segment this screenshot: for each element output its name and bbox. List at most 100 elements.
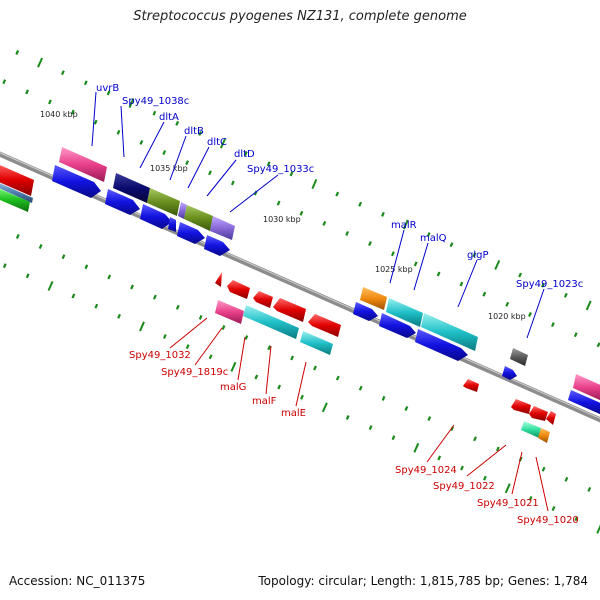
minor-tick (436, 271, 441, 277)
gene-feature[interactable] (573, 374, 600, 401)
gene-arrow[interactable] (415, 329, 468, 361)
gene-feature-malR[interactable] (360, 287, 387, 310)
minor-tick (563, 292, 568, 298)
minor-tick (106, 90, 111, 96)
gene-feature-dltC[interactable] (184, 205, 213, 231)
gene-label-Spy49_1021[interactable]: Spy49_1021 (477, 498, 539, 509)
minor-tick (83, 80, 88, 86)
gene-feature-glgP[interactable] (421, 313, 478, 351)
major-tick (230, 361, 237, 372)
gene-label-Spy49_1819c[interactable]: Spy49_1819c (161, 367, 228, 378)
tick-marks (2, 50, 600, 534)
gene-feature-Spy49_1033c[interactable] (210, 216, 235, 240)
gene-arrow[interactable] (568, 390, 600, 415)
major-tick (321, 402, 328, 413)
gene-feature-malG[interactable] (243, 305, 299, 339)
gene-feature-Spy49_1023c[interactable] (510, 348, 528, 366)
gene-arrow[interactable] (253, 291, 273, 308)
gene-arrow[interactable] (177, 222, 205, 244)
minor-tick (299, 210, 304, 216)
gene-feature[interactable] (0, 163, 34, 196)
minor-tick (404, 405, 409, 411)
gene-label-malQ[interactable]: malQ (420, 233, 447, 244)
gene-arrow[interactable] (204, 235, 230, 256)
label-leaders-reverse (169, 317, 549, 512)
gene-arrow[interactable] (529, 406, 548, 421)
accession-text: Accession: NC_011375 (9, 574, 146, 588)
gene-label-Spy49_1024[interactable]: Spy49_1024 (395, 465, 457, 476)
gene-arrow[interactable] (105, 189, 140, 215)
minor-tick (551, 506, 556, 512)
gene-feature-dltB[interactable] (178, 202, 187, 219)
minor-tick (368, 241, 372, 247)
minor-tick (175, 120, 180, 126)
gene-feature-malQ[interactable] (386, 298, 423, 327)
gene-label-Spy49_1022[interactable]: Spy49_1022 (433, 481, 495, 492)
gene-label-malR[interactable]: malR (391, 220, 417, 231)
minor-tick (116, 129, 121, 135)
minor-tick (243, 151, 248, 157)
gene-label-Spy49_1020[interactable]: Spy49_1020 (517, 515, 579, 526)
gene-label-uvrB[interactable]: uvrB (96, 83, 119, 94)
gene-label-dltC[interactable]: dltC (207, 137, 227, 148)
minor-tick (230, 180, 235, 186)
gene-feature[interactable] (0, 181, 33, 203)
gene-label-Spy49_1038c[interactable]: Spy49_1038c (122, 96, 189, 107)
ruler-label: 1020 kbp (488, 312, 526, 321)
minor-tick (38, 244, 43, 250)
minor-tick (25, 273, 30, 279)
gene-arrow[interactable] (546, 411, 556, 425)
gene-arrow[interactable] (308, 314, 341, 337)
minor-tick (528, 311, 532, 317)
minor-tick (185, 344, 190, 350)
gene-arrow[interactable] (168, 217, 176, 232)
minor-tick (60, 70, 65, 76)
gene-feature[interactable] (0, 187, 30, 212)
gene-feature-Spy49_1020[interactable] (538, 428, 550, 443)
gene-feature-uvrB[interactable] (59, 147, 107, 182)
minor-tick (198, 314, 203, 320)
minor-tick (391, 435, 396, 441)
gene-arrow[interactable] (273, 298, 306, 322)
gene-label-glgP[interactable]: glgP (467, 250, 489, 261)
gene-arrow[interactable] (379, 313, 416, 338)
minor-tick (266, 161, 271, 167)
minor-tick (267, 345, 272, 351)
minor-tick (345, 415, 350, 420)
gene-arrow[interactable] (52, 165, 101, 198)
gene-label-malE[interactable]: malE (281, 408, 306, 419)
gene-label-malF[interactable]: malF (252, 396, 277, 407)
minor-tick (289, 171, 294, 177)
gene-arrow[interactable] (353, 302, 378, 321)
major-tick (311, 179, 318, 189)
minor-tick (495, 446, 500, 452)
gene-arrow[interactable] (215, 272, 222, 287)
gene-label-malG[interactable]: malG (220, 382, 246, 393)
gene-arrow[interactable] (140, 204, 172, 229)
gene-label-Spy49_1033c[interactable]: Spy49_1033c (247, 164, 314, 175)
minor-tick (322, 220, 327, 226)
minor-tick (427, 416, 432, 422)
gene-label-dltD[interactable]: dltD (234, 149, 255, 160)
gene-label-Spy49_1032[interactable]: Spy49_1032 (129, 350, 191, 361)
minor-tick (550, 322, 555, 328)
gene-feature-malE[interactable] (300, 331, 333, 355)
minor-tick (244, 335, 249, 341)
minor-tick (276, 200, 281, 206)
minor-tick (93, 119, 98, 125)
gene-arrow[interactable] (502, 366, 517, 380)
minor-tick (84, 264, 89, 270)
gene-label-dltA[interactable]: dltA (159, 112, 179, 123)
gene-arrow[interactable] (227, 280, 250, 299)
gene-label-dltB[interactable]: dltB (184, 126, 204, 137)
minor-tick (541, 282, 545, 288)
gene-feature-Spy49_1021[interactable] (521, 421, 541, 438)
gene-arrow[interactable] (511, 399, 531, 414)
gene-label-Spy49_1023c[interactable]: Spy49_1023c (516, 279, 583, 290)
gene-feature-Spy49_1038c[interactable] (113, 173, 150, 203)
gene-feature-dltA[interactable] (147, 188, 180, 216)
major-tick (219, 138, 226, 149)
minor-tick (107, 274, 112, 280)
gene-feature-Spy49_1032[interactable] (215, 300, 244, 324)
gene-arrow[interactable] (463, 379, 479, 392)
